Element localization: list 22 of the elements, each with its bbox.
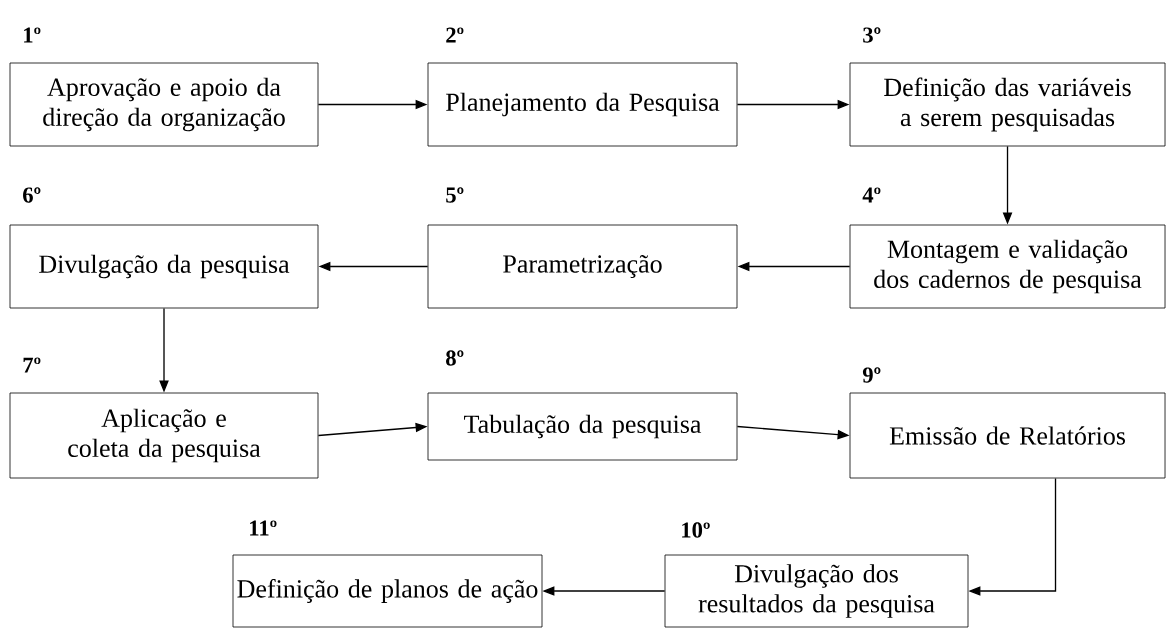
process-box: Divulgação dos resultados da pesquisa (664, 554, 969, 628)
step-number: 4º (862, 187, 881, 203)
step-number: 6º (23, 187, 41, 203)
process-box: Definição das variáveis a serem pesquisadas (849, 62, 1166, 147)
process-box: Parametrização (427, 224, 738, 309)
step-number: 5º (446, 187, 464, 203)
process-box: Aplicação e coleta da pesquisa (9, 392, 319, 479)
step-number: 11º (250, 520, 277, 536)
process-box: Planejamento da Pesquisa (427, 62, 738, 147)
step-number: 1º (24, 27, 41, 43)
step-number: 7º (23, 357, 41, 373)
process-box: Divulgação da pesquisa (9, 224, 319, 309)
step-number: 3º (863, 27, 881, 43)
step-number: 10º (682, 522, 710, 538)
process-box: Tabulação da pesquisa (427, 392, 738, 461)
process-box: Definição de planos de ação (232, 554, 543, 628)
step-number: 9º (862, 367, 881, 383)
step-number: 8º (446, 350, 464, 366)
process-box: Emissão de Relatórios (849, 392, 1166, 479)
process-box: Aprovação e apoio da direção da organização (9, 62, 319, 147)
process-box: Montagem e validação dos cadernos de pesquisa (849, 224, 1166, 309)
step-number: 2º (446, 27, 464, 43)
